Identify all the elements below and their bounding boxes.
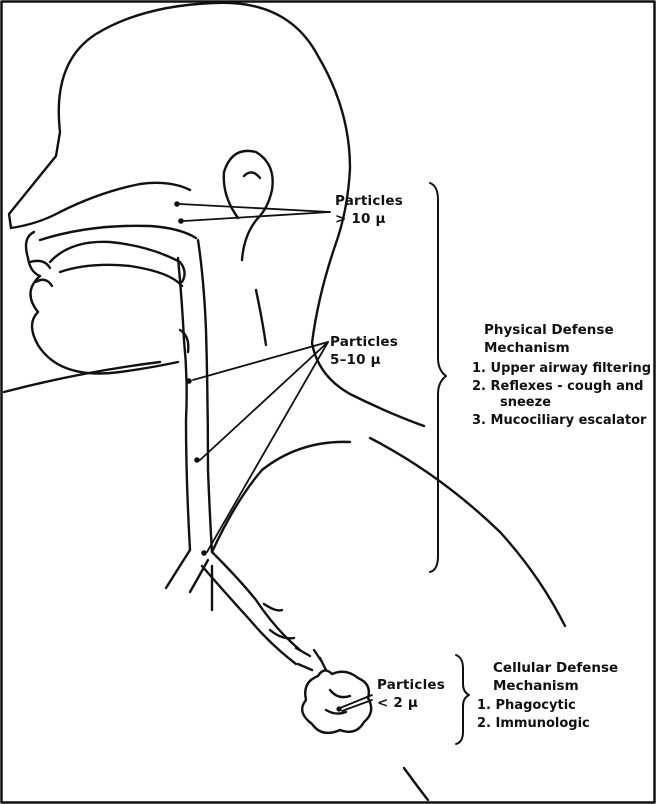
palate (50, 242, 185, 282)
ear (224, 151, 273, 260)
physical-defense-item-3: 3. Mucociliary escalator (472, 412, 651, 430)
particles-large-line1: Particles (335, 192, 403, 210)
esophagus (212, 442, 350, 552)
particles-small-line2: < 2 µ (377, 694, 445, 712)
particles-medium-line2: 5–10 µ (330, 351, 398, 369)
particles-large-label: Particles > 10 µ (335, 192, 403, 228)
physical-defense-item-2: 2. Reflexes - cough and (472, 378, 651, 396)
deposition-dots (174, 201, 341, 711)
shoulder-line (4, 362, 160, 392)
nasal-floor (40, 226, 196, 240)
particles-large-line2: > 10 µ (335, 210, 403, 228)
particles-medium-line1: Particles (330, 333, 398, 351)
cellular-defense-item-1: 1. Phagocytic (477, 697, 618, 715)
right-bronchus (202, 552, 300, 664)
pointer-large-1 (180, 204, 330, 212)
physical-defense-item-1: 1. Upper airway filtering (472, 360, 651, 378)
tongue (60, 265, 182, 286)
alveoli (302, 670, 371, 732)
particles-small-line1: Particles (377, 676, 445, 694)
torso-line (370, 438, 565, 626)
terminal-airway (296, 648, 326, 670)
pharynx-front (178, 258, 190, 550)
physical-defense-title-2: Mechanism (472, 339, 651, 357)
neck-back (256, 290, 266, 345)
particles-medium-label: Particles 5–10 µ (330, 333, 398, 369)
lower-curve (404, 768, 428, 800)
dot-nasal-2 (178, 218, 184, 224)
physical-defense-title-1: Physical Defense (472, 321, 651, 339)
particles-small-label: Particles < 2 µ (377, 676, 445, 712)
dot-nasal-1 (174, 201, 180, 207)
cellular-defense-title-1: Cellular Defense (477, 659, 618, 677)
cellular-defense-block: Cellular Defense Mechanism 1. Phagocytic… (477, 659, 618, 733)
cellular-defense-bracket (456, 655, 469, 744)
physical-defense-bracket (430, 183, 446, 572)
physical-defense-item-2-cont: sneeze (472, 396, 651, 410)
dot-carina (201, 550, 207, 556)
dot-pharynx (186, 378, 192, 384)
nasal-cavity (11, 183, 190, 228)
dot-trachea (194, 457, 200, 463)
pharynx-back (198, 240, 212, 552)
cellular-defense-title-2: Mechanism (477, 677, 618, 695)
physical-defense-block: Physical Defense Mechanism 1. Upper airw… (472, 321, 651, 430)
bronchiole (264, 604, 294, 638)
ear-inner (244, 172, 260, 178)
left-bronchus (166, 550, 208, 592)
face-profile (26, 232, 178, 373)
cellular-defense-item-2: 2. Immunologic (477, 715, 618, 733)
